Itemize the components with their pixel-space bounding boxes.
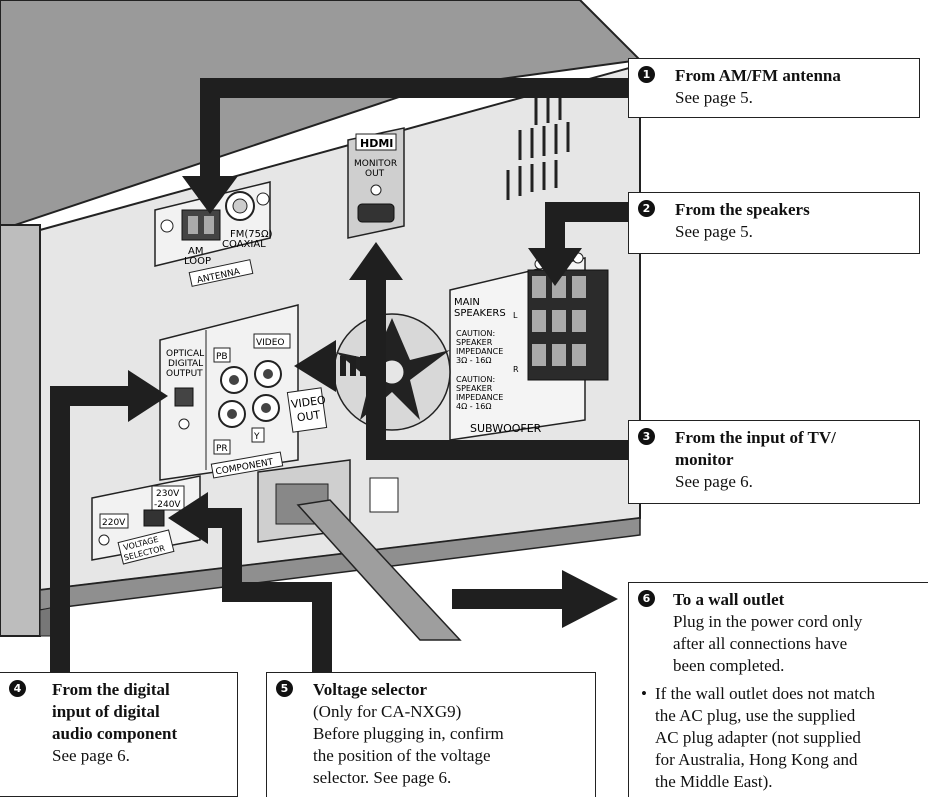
callout-digital-audio: 4 From the digital input of digital audi… [0,672,238,797]
step-number-2: 2 [638,200,655,217]
bullet-line-4: for Australia, Hong Kong and [655,750,858,769]
arrow-wall-outlet [452,570,618,628]
arrow-hdmi [349,242,640,460]
bullet-line-1: If the wall outlet does not match [655,684,875,703]
callout-antenna-line: See page 5. [675,88,753,107]
callout-wall-bullet: If the wall outlet does not match the AC… [639,683,924,793]
bullet-line-2: the AC plug, use the supplied [655,706,856,725]
cooling-fan [333,313,451,431]
callout-speakers-title: From the speakers [675,200,810,219]
panel-label: FM(75Ω) [230,229,273,240]
antenna-terminals: AM LOOP FM(75Ω) COAXIAL ANTENNA [154,181,273,287]
hdmi-monitor-out: HDMI MONITOR OUT [347,127,405,239]
panel-label: L [513,311,518,320]
arrow-speakers [528,202,640,286]
av-outputs: OPTICAL DIGITAL OUTPUT PB PR VIDEO Y COM… [159,304,328,481]
panel-label: OUTPUT [166,369,203,379]
panel-label: OUT [365,169,385,179]
panel-label: Y [253,432,260,442]
step-number-6: 6 [638,590,655,607]
panel-label: 4Ω - 16Ω [456,402,491,411]
bullet-line-5: the Middle East). [655,772,773,791]
callout-speakers-line: See page 5. [675,222,753,241]
power-cord [296,499,462,641]
callout-digital-title-1: From the digital [52,680,170,699]
panel-label: 220V [102,518,126,528]
step-number-3: 3 [638,428,655,445]
panel-label: IMPEDANCE [456,347,503,356]
callout-wall-line-2: after all connections have [673,634,848,653]
callout-wall-line-3: been completed. [673,656,785,675]
callout-speakers: 2 From the speakers See page 5. [628,192,920,254]
callout-wall-outlet: 6 To a wall outlet Plug in the power cor… [628,582,928,797]
callout-wall-title: To a wall outlet [673,590,785,609]
arrow-antenna [182,78,640,214]
callout-antenna: 1 From AM/FM antenna See page 5. [628,58,920,118]
callout-voltage-line-2: Before plugging in, confirm [313,724,504,743]
panel-label: LOOP [184,256,211,267]
panel-label: SPEAKER [456,338,493,347]
bullet-line-3: AC plug adapter (not supplied [655,728,861,747]
panel-label: 3Ω - 16Ω [456,356,491,365]
panel-label: SUBWOOFER [470,422,542,435]
panel-label: MAIN [454,297,480,308]
panel-bottom-edge [39,517,641,611]
panel-label: HDMI [360,137,393,150]
panel-label: CAUTION: [456,329,495,338]
callout-antenna-title: From AM/FM antenna [675,66,841,85]
callout-voltage-line-4: selector. See page 6. [313,768,452,787]
callout-voltage-selector: 5 Voltage selector (Only for CA-NXG9) Be… [266,672,596,797]
panel-label: OUT [296,408,321,424]
panel-label: VIDEO [256,338,285,348]
cabinet-top [0,0,643,232]
panel-label: -240V [154,500,181,510]
panel-label: SPEAKERS [454,308,506,319]
callout-voltage-line-3: the position of the voltage [313,746,491,765]
panel-label: IMPEDANCE [456,393,503,402]
panel-label: MONITOR [354,159,397,169]
callout-tv-title-2: monitor [675,450,734,469]
step-number-1: 1 [638,66,655,83]
step-number-4: 4 [9,680,26,697]
callout-digital-line: See page 6. [52,746,130,765]
panel-label: CAUTION: [456,375,495,384]
panel-label: PB [216,352,228,362]
cabinet-side [0,224,41,637]
panel-label: COAXIAL [222,239,266,250]
panel-label: SPEAKER [456,384,493,393]
callout-digital-title-2: input of digital [52,702,160,721]
panel-label: DIGITAL [168,359,203,369]
voltage-selector-panel: 220V 230V -240V VOLTAGE SELECTOR [91,475,201,565]
callout-wall-line-1: Plug in the power cord only [673,612,863,631]
panel-label: OPTICAL [166,349,204,359]
panel-label: R [513,365,519,374]
arrow-video-out [294,340,376,392]
arrow-optical [50,370,168,680]
panel-label: AM [188,246,203,257]
callout-tv-line: See page 6. [675,472,753,491]
step-number-5: 5 [276,680,293,697]
panel-label: VIDEO [290,393,327,411]
panel-label: PR [216,444,228,454]
callout-tv-title-1: From the input of TV/ [675,428,836,447]
speaker-terminals: MAIN SPEAKERS L R CAUTION: SPEAKER IMPED… [449,252,609,441]
arrow-voltage [168,492,332,680]
callout-voltage-line-1: (Only for CA-NXG9) [313,702,462,721]
callout-tv-monitor: 3 From the input of TV/ monitor See page… [628,420,920,504]
callout-voltage-title: Voltage selector [313,680,428,699]
panel-label: 230V [156,489,180,499]
callout-digital-title-3: audio component [52,724,178,743]
